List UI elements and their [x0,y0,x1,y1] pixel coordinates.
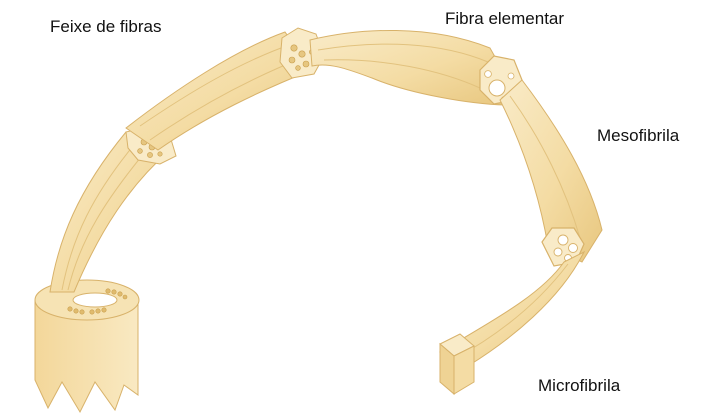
label-mesofibril: Mesofibrila [597,127,679,144]
label-elementary-fiber: Fibra elementar [445,10,564,27]
microfibril-block [440,334,474,394]
label-microfibril: Microfibrila [538,377,620,394]
elementary-fiber-strand [310,30,508,105]
fiber-bundle-cylinder [35,280,139,412]
label-fiber-bundle: Feixe de fibras [50,18,162,35]
